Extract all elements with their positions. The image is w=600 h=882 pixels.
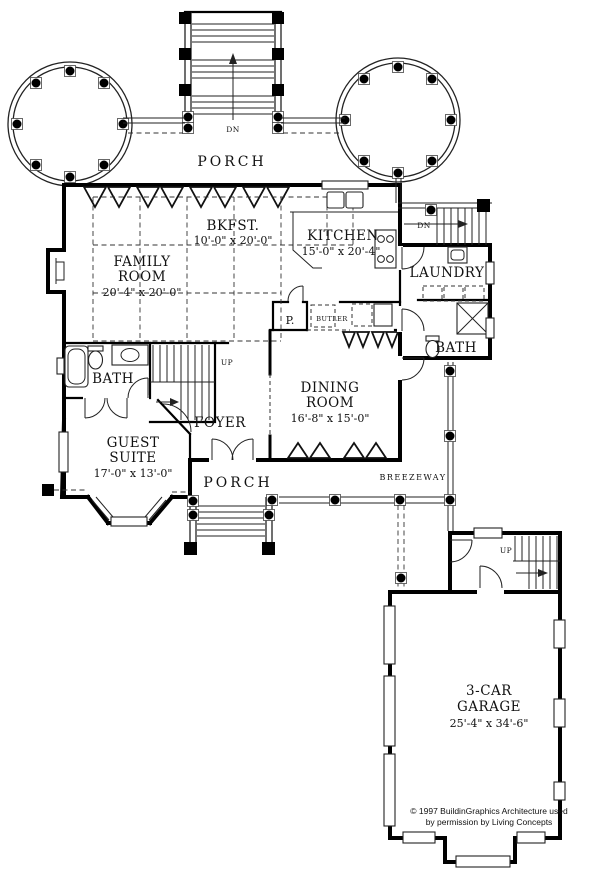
kitchen-window xyxy=(321,180,369,190)
toilet-left xyxy=(87,345,104,370)
side-stoop xyxy=(395,178,492,245)
vanity xyxy=(111,344,149,366)
kitchen-range xyxy=(374,229,397,269)
turret-porch-left xyxy=(7,61,133,187)
ceiling-grid xyxy=(92,196,354,342)
guest-label-1: GUEST xyxy=(107,435,160,451)
laundry-label: LAUNDRY xyxy=(410,265,485,281)
bath-right-window xyxy=(485,317,495,339)
butler-label: BUTLER xyxy=(316,315,348,323)
guest-dims: 17'-0" x 13'-0" xyxy=(94,467,173,480)
bkfst-dims: 10'-0" x 20'-0" xyxy=(194,234,273,247)
bath-left-label: BATH xyxy=(92,371,134,387)
copyright-line-2: by permission by Living Concepts xyxy=(426,817,553,827)
guest-closet-doors xyxy=(84,397,128,419)
dn-entry-label: DN xyxy=(226,125,240,134)
stairs-main xyxy=(150,345,215,420)
dining-label-2: ROOM xyxy=(306,395,354,411)
garage-label-2: GARAGE xyxy=(457,699,521,715)
garage-hall-doors xyxy=(449,539,504,597)
front-double-door xyxy=(211,438,254,461)
family-room-label-1: FAMILY xyxy=(113,254,171,270)
guest-window-west xyxy=(58,431,69,473)
porch-bottom-label: PORCH xyxy=(203,475,272,491)
casement-windows-dining xyxy=(286,441,388,459)
laundry-sink xyxy=(447,246,468,264)
garage-label-1: 3-CAR xyxy=(466,683,512,699)
bifold-doors xyxy=(341,331,400,350)
dining-dims: 16'-8" x 15'-0" xyxy=(291,412,370,425)
dn-side-label: DN xyxy=(417,221,431,230)
washer-dryer xyxy=(422,285,485,302)
foyer-label: FOYER xyxy=(194,415,246,431)
pantry-label: P. xyxy=(286,314,295,327)
kitchen-counter xyxy=(290,211,398,269)
guest-entry-door xyxy=(162,403,192,433)
kitchen-sink xyxy=(326,191,364,209)
family-room-label-2: ROOM xyxy=(118,269,166,285)
entry-steps xyxy=(179,10,284,134)
up-main-label: UP xyxy=(221,358,233,367)
stairs-garage-arrow xyxy=(538,569,548,577)
butler-cabinets xyxy=(310,303,393,328)
bath-left-door xyxy=(127,377,149,399)
family-room-dims: 20'-4" x 20'-0" xyxy=(103,286,182,299)
toilet-right xyxy=(425,335,440,359)
bkfst-label: BKFST. xyxy=(207,218,260,234)
pantry-door xyxy=(287,285,304,302)
breezeway-railings xyxy=(395,362,456,589)
up-garage-label: UP xyxy=(500,546,512,555)
kitchen-label: KITCHEN xyxy=(307,228,379,244)
breezeway-label: BREEZEWAY xyxy=(379,473,446,482)
garage-dims: 25'-4" x 34'-6" xyxy=(450,717,529,730)
porch-bottom xyxy=(42,484,450,555)
laundry-door xyxy=(401,246,425,270)
bath-right-door xyxy=(401,308,425,332)
stairs-main-arrow xyxy=(170,398,179,406)
kitchen-dims: 15'-0" x 20'-4" xyxy=(302,245,381,258)
bathtub xyxy=(56,345,89,388)
turret-porch-right xyxy=(335,57,461,183)
laundry-window xyxy=(485,261,495,285)
copyright-line-1: © 1997 BuildinGraphics Architecture used xyxy=(410,806,568,816)
guest-label-2: SUITE xyxy=(109,450,156,466)
bath-right-label: BATH xyxy=(435,340,477,356)
fireplace xyxy=(55,258,65,284)
garage-windows xyxy=(383,527,566,868)
stairs-garage xyxy=(513,536,560,589)
top-porch-railing xyxy=(123,117,345,134)
shower xyxy=(456,302,489,335)
guest-bay-window xyxy=(91,496,167,527)
dining-label-1: DINING xyxy=(301,380,360,396)
porch-top-label: PORCH xyxy=(197,154,266,170)
entry-arrow xyxy=(229,53,237,64)
breezeway-door xyxy=(401,357,425,381)
